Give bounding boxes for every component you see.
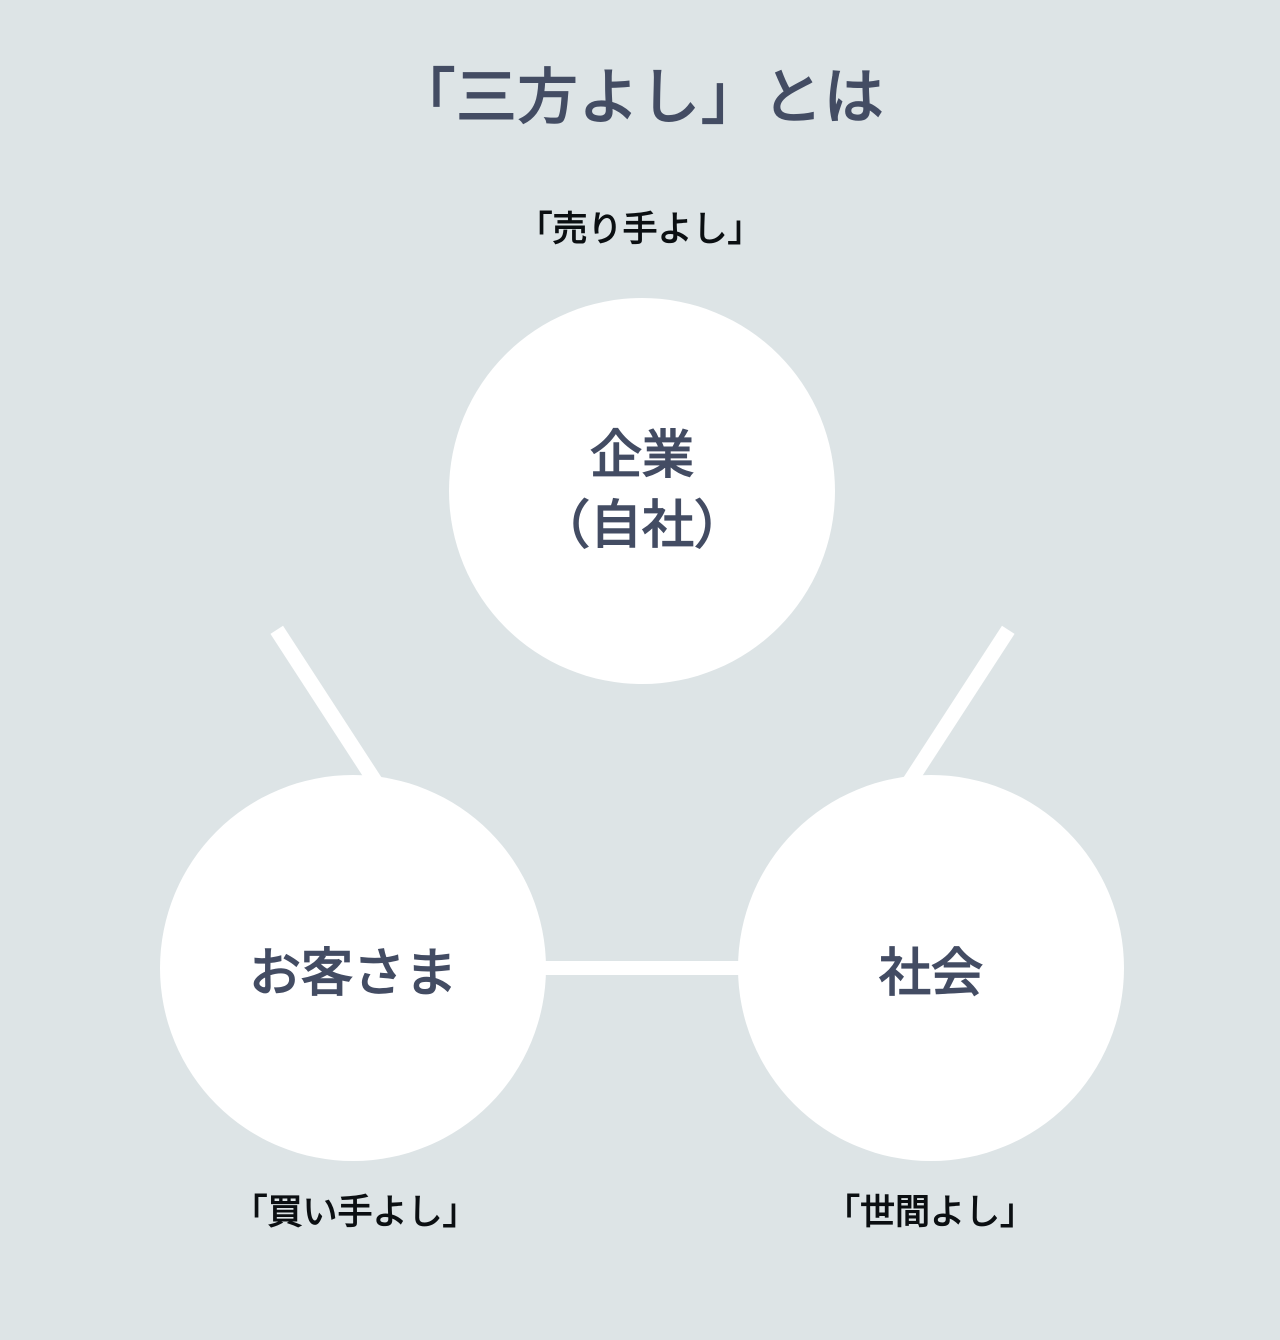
node-company-label-line2: （自社） (537, 497, 746, 555)
node-customer: お客さま (160, 775, 546, 1161)
node-society-label: 社会 (878, 944, 983, 1003)
node-company-label-line1: 企業 (589, 426, 694, 485)
caption-society: 「世間よし」 (824, 1193, 1035, 1232)
page-title: 「三方よし」とは (395, 64, 885, 131)
caption-seller: 「売り手よし」 (517, 210, 763, 249)
caption-buyer: 「買い手よし」 (232, 1193, 478, 1232)
node-society: 社会 (738, 775, 1124, 1161)
node-customer-label: お客さま (248, 944, 457, 1003)
node-company: 企業 （自社） (449, 298, 835, 684)
